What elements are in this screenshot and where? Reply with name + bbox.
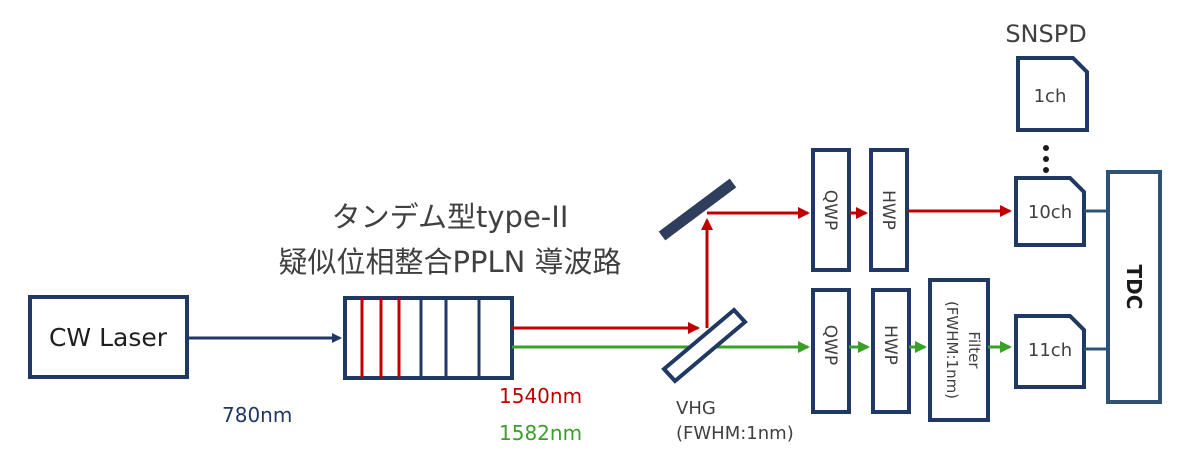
detector-11ch: 11ch: [1014, 314, 1086, 389]
filter: Filter (FWHM:1nm): [928, 278, 990, 422]
ppln-waveguide: [343, 296, 514, 380]
filter-label-line1: Filter: [965, 331, 983, 369]
vhg-label-line2: (FWHM:1nm): [676, 423, 794, 444]
mirror: [658, 178, 737, 241]
hwp-upper: HWP: [869, 148, 909, 272]
qwp-lower-label: QWP: [820, 325, 840, 365]
hwp-lower-label: HWP: [880, 325, 900, 365]
hwp-upper-label: HWP: [878, 190, 898, 230]
cw-laser: CW Laser: [28, 295, 189, 379]
tdc-label: TDC: [1122, 265, 1146, 310]
detector-10ch-label: 10ch: [1028, 202, 1072, 223]
hwp-lower: HWP: [871, 288, 911, 414]
qwp-upper-label: QWP: [820, 190, 840, 230]
detector-ellipsis: [1043, 145, 1049, 173]
waveguide-title-line2: 疑似位相整合PPLN 導波路: [278, 245, 621, 279]
filter-label-line2: (FWHM:1nm): [943, 301, 961, 399]
idler-wavelength-label: 1582nm: [499, 421, 582, 445]
pump-wavelength-label: 780nm: [222, 403, 292, 427]
cw-laser-label: CW Laser: [49, 323, 168, 352]
signal-wavelength-label: 1540nm: [499, 384, 582, 408]
detector-1ch: 1ch: [1016, 56, 1089, 132]
detector-11ch-label: 11ch: [1028, 340, 1072, 361]
waveguide-title-line1: タンデム型type-II: [332, 200, 569, 234]
vhg-element: [661, 307, 748, 384]
tdc: TDC: [1106, 170, 1162, 404]
vhg-label-line1: VHG: [676, 398, 716, 419]
qwp-upper: QWP: [811, 148, 851, 272]
qwp-lower: QWP: [811, 288, 851, 414]
detector-1ch-label: 1ch: [1034, 86, 1067, 107]
snspd-title: SNSPD: [1005, 20, 1086, 48]
detector-10ch: 10ch: [1014, 176, 1086, 247]
